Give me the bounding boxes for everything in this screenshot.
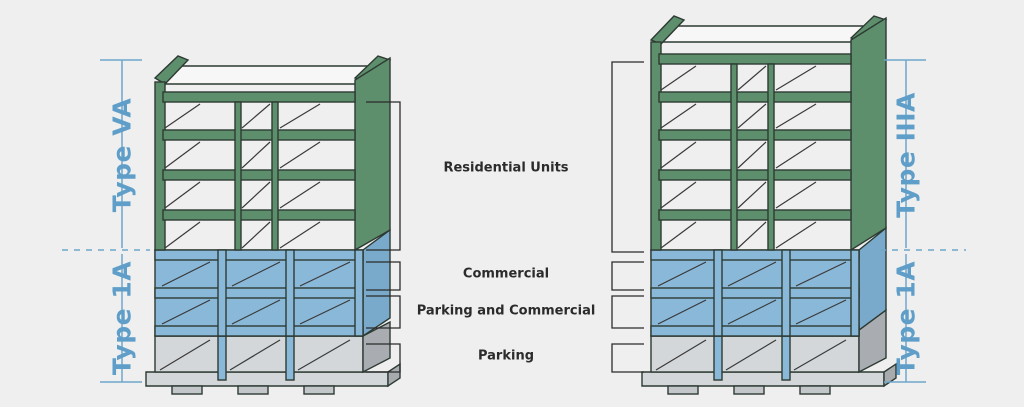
- left-podium: [154, 228, 391, 338]
- callout-parking: Parking: [477, 348, 535, 364]
- callout-parking-and-commercial: Parking and Commercial: [416, 303, 596, 319]
- left-dimension-lines: [62, 59, 150, 383]
- right-lower-type-label: Type 1A: [891, 260, 921, 376]
- callout-brackets: [366, 61, 644, 373]
- left-upper-type-label: Type VA: [107, 97, 137, 213]
- callout-residential-units: Residential Units: [443, 160, 569, 176]
- left-building: [62, 55, 401, 395]
- right-podium: [650, 226, 887, 337]
- callout-commercial: Commercial: [462, 266, 550, 282]
- right-building: [641, 15, 966, 395]
- right-wood-frame: [649, 15, 888, 252]
- right-ground-slab: [641, 362, 897, 395]
- left-wood-frame: [153, 55, 392, 252]
- left-lower-type-label: Type 1A: [107, 260, 137, 376]
- right-dimension-lines: [880, 59, 966, 383]
- right-upper-type-label: Type IIIA: [891, 92, 921, 218]
